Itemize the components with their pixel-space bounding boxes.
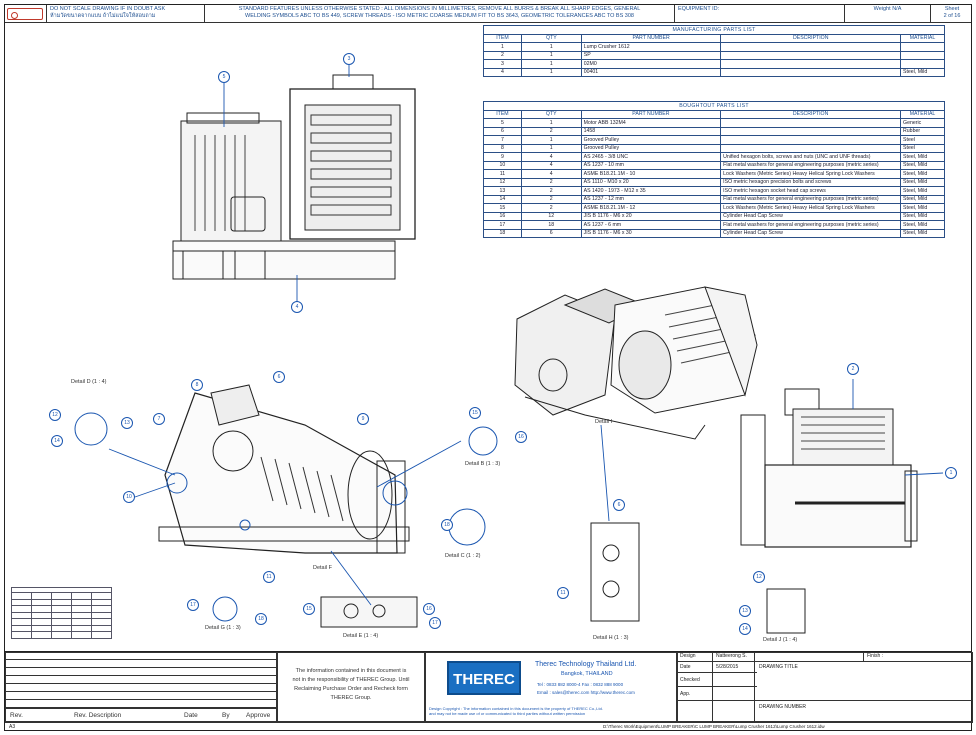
sheet-label: Sheet [944, 6, 960, 12]
callout-19: 6 [613, 499, 625, 511]
rev-col-label: Rev. [10, 712, 23, 719]
callout-21: 12 [753, 571, 765, 583]
callout-5: 5 [218, 71, 230, 83]
bo-row-material: Steel, Mild [900, 228, 945, 238]
callout-10: 10 [123, 491, 135, 503]
company-city: Bangkok, THAILAND [561, 671, 613, 677]
company-name: Therec Technology Thailand Ltd. [535, 661, 637, 668]
drawing-title-label: DRAWING TITLE [759, 664, 798, 670]
scale-note: DO NOT SCALE DRAWING IF IN DOUBT ASK [50, 6, 166, 12]
callout-4: 4 [291, 301, 303, 313]
info-line-4: THEREC Group. [330, 695, 372, 701]
callout-25: 16 [423, 603, 435, 615]
detail-label-g: Detail G (1 : 3) [205, 625, 241, 631]
company-box [425, 652, 677, 722]
therec-logo: THEREC [447, 661, 521, 695]
rev-approve-label: Approve [246, 712, 271, 719]
callout-2: 2 [847, 363, 859, 375]
standards-note-1: STANDARD FEATURES UNLESS OTHERWISE STATE… [238, 6, 641, 12]
callout-16: 16 [515, 431, 527, 443]
sheet-value: 2 of 16 [943, 13, 961, 19]
title-block: Rev. Rev. Description Date By Approve Th… [5, 651, 973, 732]
callout-11: 11 [263, 571, 275, 583]
detail-label-h: Detail H (1 : 3) [593, 635, 629, 641]
callout-13: 13 [121, 417, 133, 429]
app-label: App. [680, 691, 691, 697]
mfg-row-material: Steel, Mild [900, 67, 945, 77]
info-line-2: not in the responsibility of THEREC Grou… [292, 677, 410, 683]
scale-note-thai: ห้ามวัดขนาดจากแบบ ถ้าไม่แน่ใจให้สอบถาม [50, 13, 156, 19]
detail-label-i: Detail I [595, 419, 613, 425]
bo-row-item: 18 [483, 228, 522, 238]
callout-24: 15 [303, 603, 315, 615]
drawing-sheet: DO NOT SCALE DRAWING IF IN DOUBT ASK ห้า… [4, 4, 973, 732]
callout-7: 7 [153, 413, 165, 425]
manufacturing-parts-table: MANUFACTURING PARTS LIST ITEM QTY PART N… [483, 25, 945, 77]
info-line-3: Reclaiming Purchase Order and Recheck fo… [294, 686, 408, 692]
callout-15: 15 [469, 407, 481, 419]
design-label: Design [680, 653, 696, 659]
side-view [740, 388, 918, 548]
callout-12: 12 [49, 409, 61, 421]
callout-3: 3 [343, 53, 355, 65]
drawing-number-label: DRAWING NUMBER [759, 704, 807, 710]
finish-label: Finish : [867, 653, 884, 659]
checked-label: Checked [680, 677, 700, 683]
mfg-row-part-number: 00401 [580, 67, 722, 77]
detail-label-j: Detail J (1 : 4) [763, 637, 798, 643]
company-tel: Tel : 0833 882 8000-4 Fax : 0832 888 900… [537, 682, 624, 687]
info-notice: The information contained in this docume… [277, 652, 425, 722]
info-line-1: The information contained in this docume… [295, 668, 407, 674]
paper-size: A3 [9, 724, 16, 730]
header-strip: DO NOT SCALE DRAWING IF IN DOUBT ASK ห้า… [5, 5, 971, 23]
date-value: 5/28/2015 [716, 664, 739, 670]
isometric-view [514, 286, 758, 440]
callout-8: 8 [191, 379, 203, 391]
drawing-views [74, 65, 944, 634]
rev-desc-label: Rev. Description [74, 712, 122, 719]
equipment-id: EQUIPMENT ID: [675, 5, 845, 23]
callout-20: 11 [557, 587, 569, 599]
rev-by-label: By [222, 712, 230, 719]
tolerance-table [11, 587, 112, 639]
rev-date-label: Date [184, 712, 198, 719]
section-view [158, 384, 410, 554]
file-path: D:\Therec Work\Equipment\LUMP BREAKER\C … [603, 724, 825, 729]
callout-27: 18 [441, 519, 453, 531]
revision-grid [5, 652, 277, 716]
callout-6: 6 [273, 371, 285, 383]
copyright-line-2: and may not be made use of or communicat… [429, 711, 586, 716]
detail-label-e: Detail E (1 : 4) [343, 633, 379, 639]
detail-label-f: Detail F [313, 565, 332, 571]
callout-9: 9 [357, 413, 369, 425]
callout-26: 17 [429, 617, 441, 629]
standards-note-2: WELDING SYMBOLS ABC TO BS 449, SCREW THR… [245, 13, 634, 19]
revision-header-row: Rev. Rev. Description Date By Approve [5, 708, 277, 722]
detail-label-d: Detail D (1 : 4) [71, 379, 107, 385]
mini-logo [5, 5, 47, 23]
callout-1: 1 [945, 467, 957, 479]
callout-14: 14 [51, 435, 63, 447]
callout-17: 17 [187, 599, 199, 611]
detail-label-b: Detail B (1 : 3) [465, 461, 501, 467]
company-email: Email : sales@therec.com http://www.ther… [537, 690, 635, 695]
weight-value: N/A [892, 6, 902, 12]
front-view [172, 74, 416, 280]
mfg-row-item: 4 [483, 67, 522, 77]
weight-label: Weight [873, 6, 891, 12]
boughtout-parts-table: BOUGHTOUT PARTS LIST ITEM QTY PART NUMBE… [483, 101, 945, 238]
design-value: Natteerong S. [716, 653, 747, 659]
detail-label-c: Detail C (1 : 2) [445, 553, 481, 559]
callout-23: 14 [739, 623, 751, 635]
date-label: Date [680, 664, 691, 670]
callout-18: 18 [255, 613, 267, 625]
callout-22: 13 [739, 605, 751, 617]
copyright-line-1: Design Copyright : The information conta… [429, 706, 603, 711]
bo-row-description: Cylinder Head Cap Screw [720, 228, 902, 238]
